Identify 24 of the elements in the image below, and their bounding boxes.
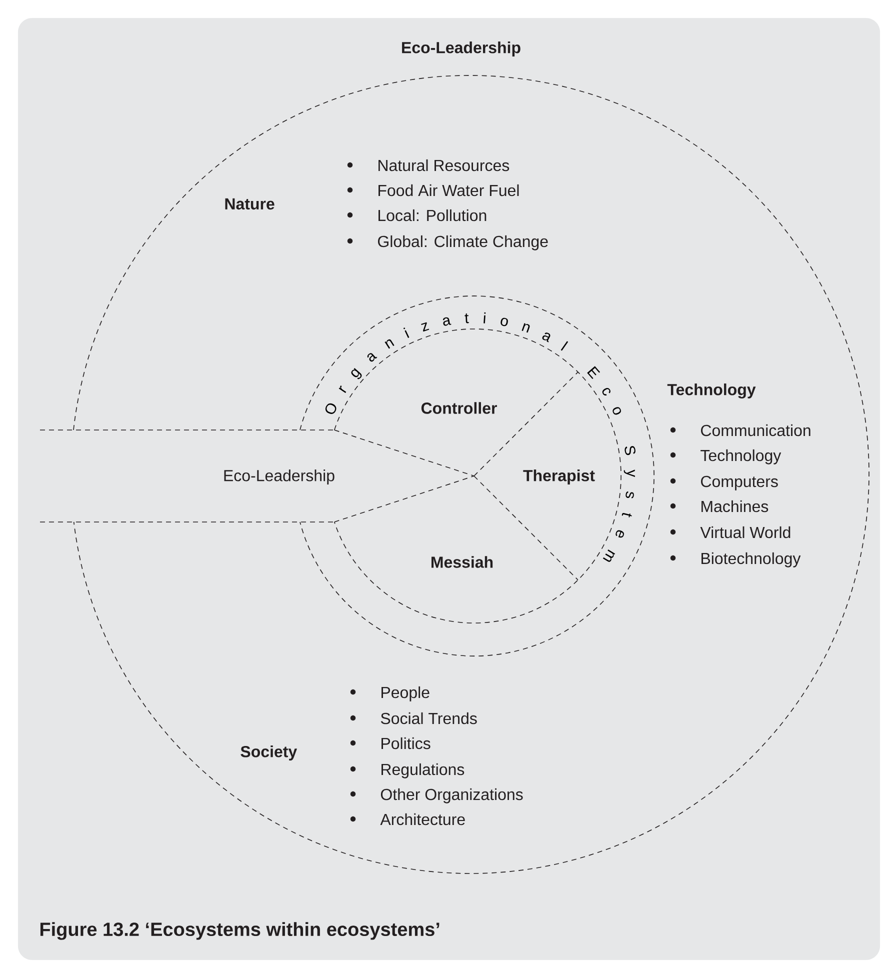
list-item: People <box>382 686 430 702</box>
list-item: Virtual World <box>700 526 790 538</box>
list-item: Other Organizations <box>380 788 523 804</box>
list-item: Food Air Water Fuel <box>378 184 519 196</box>
sector-label: Controller <box>421 402 497 414</box>
sector-label: Messiah <box>432 556 493 568</box>
list-item: Communication <box>701 424 810 436</box>
list-item: Architecture <box>380 813 465 826</box>
list-item: Regulations <box>382 763 464 778</box>
section-heading: Society <box>240 746 298 760</box>
list-item: Local: Pollution <box>378 209 486 222</box>
sector-label: Therapist <box>523 470 595 484</box>
caption: Figure 13.2 ‘Ecosystems within ecosystems’ <box>40 922 440 940</box>
list-item: Computers <box>701 476 778 490</box>
list-item: Biotechnology <box>702 552 801 568</box>
band: Eco-Leadership <box>40 430 335 522</box>
list-item: Technology <box>700 449 782 464</box>
list-item: Natural Resources <box>378 159 510 172</box>
list-item: Global: Climate Change <box>378 235 548 250</box>
list-item: Machines <box>702 500 768 512</box>
list-item: Politics <box>382 737 430 750</box>
section-heading: Nature <box>225 198 274 210</box>
list-item: Social Trends <box>380 712 477 724</box>
section-heading: Technology <box>667 384 756 398</box>
